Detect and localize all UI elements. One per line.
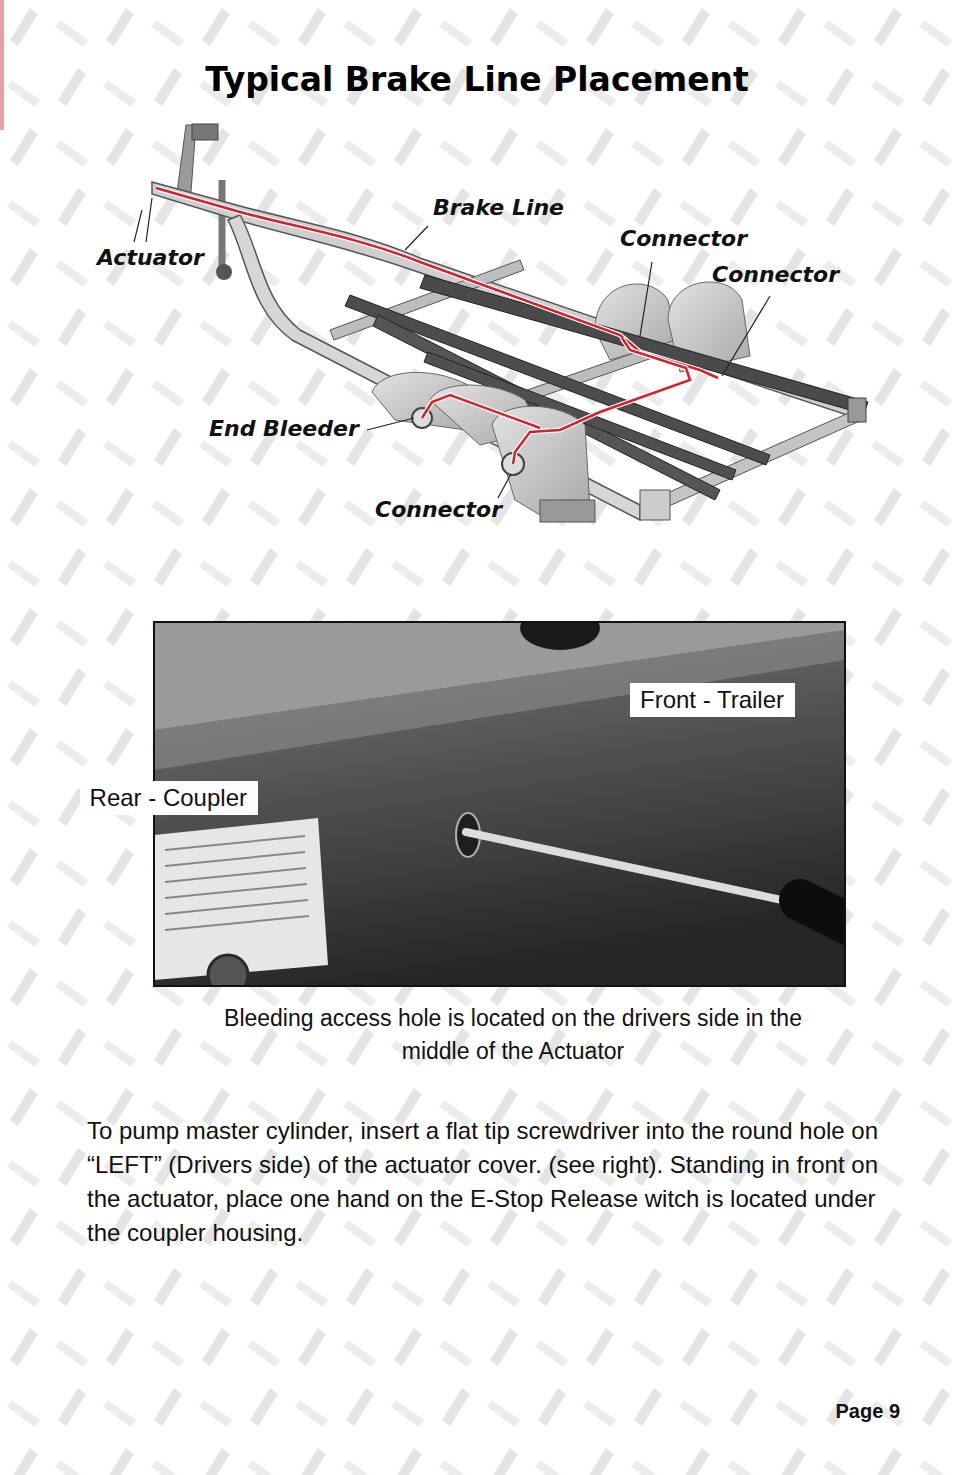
part-label: Brake Line: [433, 196, 564, 220]
photo-caption: Bleeding access hole is located on the d…: [203, 1002, 823, 1068]
photo-label: Rear - Coupler: [90, 784, 248, 812]
page-title: Typical Brake Line Placement: [0, 60, 954, 99]
part-label: Connector: [620, 227, 747, 251]
part-label: Actuator: [97, 246, 204, 270]
photo-label-box: Rear - Coupler: [80, 781, 258, 815]
actuator-photo: [154, 606, 870, 995]
part-label: End Bleeder: [209, 417, 359, 441]
part-label: Connector: [712, 263, 839, 287]
body-paragraph: To pump master cylinder, insert a flat t…: [87, 1114, 887, 1250]
page-number: Page 9: [836, 1400, 900, 1422]
part-label: Connector: [375, 498, 502, 522]
trailer-illustration: [134, 124, 868, 522]
edge-mark: [0, 0, 4, 130]
photo-label-box: Front - Trailer: [630, 683, 795, 717]
photo-label: Front - Trailer: [640, 686, 785, 714]
